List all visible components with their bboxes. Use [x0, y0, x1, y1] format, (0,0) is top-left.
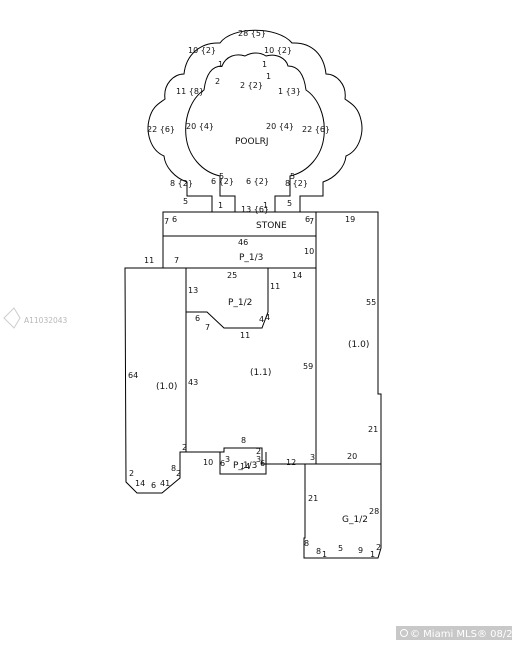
dim-left-14: 14	[135, 479, 145, 488]
dim-pool-1a: 1	[218, 60, 223, 69]
dim-main-6a: 6	[220, 459, 225, 468]
dim-pool-8-l: 8 {2}	[170, 179, 193, 188]
dim-pool-1-3: 1 {3}	[278, 87, 301, 96]
dim-pool-13: 13 {6}	[241, 205, 269, 214]
label-p13-top: P_1/3	[239, 253, 263, 263]
left-area-outline	[124, 267, 187, 494]
dim-stone-6l: 6	[172, 215, 177, 224]
dim-garage-8b: 8	[316, 547, 321, 556]
dim-pool-tl: 10 {2}	[188, 46, 216, 55]
dim-p13-46: 46	[238, 238, 248, 247]
label-main: (1.1)	[250, 368, 271, 378]
dim-main-3b: 3	[256, 455, 261, 464]
watermark-logo-icon	[3, 307, 21, 329]
watermark-id: A11032043	[24, 316, 68, 325]
dim-main-6b: 6	[260, 459, 265, 468]
dim-garage-1b: 1	[370, 550, 375, 559]
label-right: (1.0)	[348, 340, 369, 350]
dim-left-2b: 2	[176, 469, 181, 478]
dim-pool-5b: 5	[290, 172, 295, 181]
dim-main-14: 14	[240, 462, 250, 471]
dim-pool-5c: 5	[183, 197, 188, 206]
dim-p13-10: 10	[304, 247, 314, 256]
dim-stone-6r: 6	[305, 215, 310, 224]
dim-main-3a: 3	[225, 455, 230, 464]
label-p12: P_1/2	[228, 298, 252, 308]
dim-p12-11r: 11	[270, 282, 280, 291]
dim-pool-22-l: 22 {6}	[147, 125, 175, 134]
dim-garage-28: 28	[369, 507, 379, 516]
mls-logo-icon	[400, 629, 408, 637]
dim-right-21: 21	[368, 425, 378, 434]
label-stone: STONE	[256, 221, 287, 231]
dim-pool-20-l: 20 {4}	[186, 122, 214, 131]
dim-left-64: 64	[128, 371, 138, 380]
pool-inner-outline	[185, 52, 325, 213]
dim-garage-5: 5	[338, 544, 343, 553]
dim-garage-21: 21	[308, 494, 318, 503]
dim-pool-6-r: 6 {2}	[246, 177, 269, 186]
dim-left-2a: 2	[129, 469, 134, 478]
label-p13-bottom: P_1/3	[233, 461, 257, 471]
dim-pool-22-r: 22 {6}	[302, 125, 330, 134]
label-left: (1.0)	[156, 382, 177, 392]
dim-stone-7r: 7	[309, 217, 314, 226]
dim-stone-7l: 7	[164, 217, 169, 226]
dim-p12-4a: 4	[259, 315, 264, 324]
dim-right-20: 20	[347, 452, 357, 461]
dim-left-11: 11	[144, 256, 154, 265]
dim-main-3c: 3	[310, 453, 315, 462]
dim-p13-7: 7	[174, 256, 179, 265]
footer-watermark-bg	[396, 626, 512, 640]
dim-pool-11-8: 11 {8}	[176, 87, 204, 96]
dim-left-8: 8	[171, 464, 176, 473]
dim-pool-top: 28 {5}	[238, 29, 266, 38]
p13-bottom-area-outline	[219, 452, 267, 475]
dim-garage-8a: 8	[304, 539, 309, 548]
dim-main-59: 59	[303, 362, 313, 371]
dim-pool-tr: 10 {2}	[264, 46, 292, 55]
dim-pool-1e: 1	[263, 201, 268, 210]
garage-area-outline	[303, 463, 382, 559]
dim-p12-6: 6	[195, 314, 200, 323]
dim-main-2b: 2	[256, 447, 261, 456]
dim-main-12: 12	[286, 458, 296, 467]
label-g12: G_1/2	[342, 515, 368, 525]
dim-right-55: 55	[366, 298, 376, 307]
dim-main-8: 8	[241, 436, 246, 445]
dim-garage-1a: 1	[322, 550, 327, 559]
dim-p12-25: 25	[227, 271, 237, 280]
dim-p12-7: 7	[205, 323, 210, 332]
dim-main-2a: 2	[182, 443, 187, 452]
dim-pool-2: 2	[215, 77, 220, 86]
dim-pool-1c: 1	[266, 72, 271, 81]
dim-p12-4b: 4	[265, 313, 270, 322]
stone-area-outline	[162, 211, 317, 237]
dim-pool-6-l: 6 {2}	[211, 177, 234, 186]
dim-pool-5a: 5	[219, 172, 224, 181]
dim-main-43: 43	[188, 378, 198, 387]
dim-pool-2-2: 2 {2}	[240, 81, 263, 90]
dim-pool-1b: 1	[262, 60, 267, 69]
dim-left-6: 6	[151, 481, 156, 490]
dim-pool-20-r: 20 {4}	[266, 122, 294, 131]
dim-p12-11b: 11	[240, 331, 250, 340]
dim-left-41: 41	[160, 479, 170, 488]
dim-pool-5d: 5	[287, 199, 292, 208]
dim-p12-14: 14	[292, 271, 302, 280]
dim-p12-13: 13	[188, 286, 198, 295]
label-poolrj: POOLRJ	[235, 137, 269, 147]
dim-pool-8-r: 8 {2}	[285, 179, 308, 188]
pool-outer-outline	[147, 29, 363, 213]
dim-garage-9: 9	[358, 546, 363, 555]
main-area-outline	[185, 267, 317, 465]
dim-main-10: 10	[203, 458, 213, 467]
dim-right-19: 19	[345, 215, 355, 224]
p12-area-outline	[186, 268, 269, 329]
dim-garage-2: 2	[376, 543, 381, 552]
dim-pool-1d: 1	[218, 201, 223, 210]
